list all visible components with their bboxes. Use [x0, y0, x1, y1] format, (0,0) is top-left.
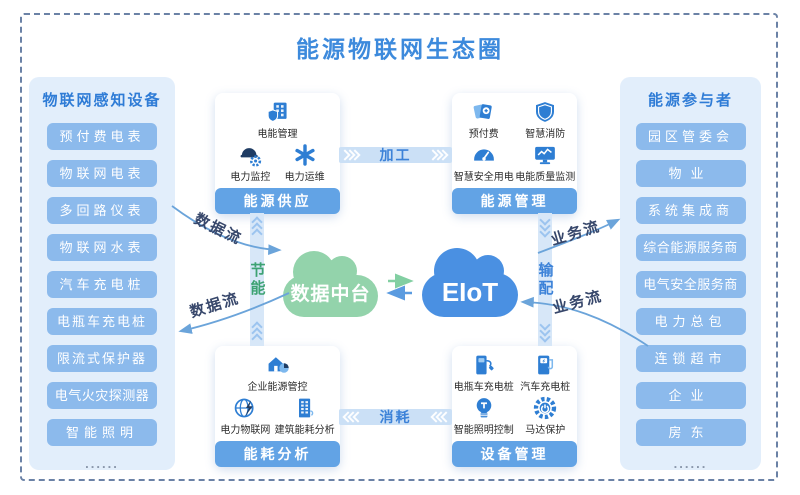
feature-enterprise-energy: 企业能源管控 [216, 353, 339, 393]
feature-prepaid: 预付费 [453, 100, 515, 140]
motor-icon [534, 397, 557, 420]
device-item-car-charger: 汽车充电桩 [47, 271, 157, 298]
eiot-label: EIoT [441, 277, 499, 307]
house-pie-icon [268, 356, 289, 373]
device-item-smart-lighting: 智能照明 [47, 419, 157, 446]
chevron-down-icon [539, 319, 551, 343]
chevron-left-icon [342, 411, 364, 423]
feature-motor-protection: 马达保护 [515, 396, 577, 436]
iot-devices-panel: 物联网感知设备 预付费电表 物联网电表 多回路仪表 物联网水表 汽车充电桩 电瓶… [29, 77, 175, 471]
consumption-analysis-footer: 能耗分析 [215, 441, 340, 467]
feature-label: 预付费 [468, 128, 499, 140]
device-management-footer: 设备管理 [452, 441, 577, 467]
feature-label: 电能质量监测 [515, 172, 576, 184]
feature-label: 电瓶车充电桩 [453, 381, 514, 393]
more-dots: ...... [673, 456, 708, 471]
feature-label: 电力物联网 [220, 425, 271, 437]
process-flow-band: 加工 [339, 147, 452, 163]
feature-label: 电能管理 [257, 128, 298, 140]
feature-power-iot: 电力物联网 [220, 396, 270, 436]
participant-park-committee: 园区管委会 [635, 123, 746, 150]
participant-landlord: 房东 [635, 419, 746, 446]
participant-system-integrator: 系统集成商 [635, 197, 746, 224]
feature-label: 电力运维 [284, 172, 325, 184]
participant-energy-service: 综合能源服务商 [635, 234, 746, 261]
participant-property: 物业 [635, 160, 746, 187]
data-platform-label: 数据中台 [290, 284, 371, 305]
device-item-current-protector: 限流式保护器 [47, 345, 157, 372]
car-charger-icon [538, 355, 554, 375]
feature-label: 智慧安全用电 [453, 172, 514, 184]
device-management-box: 电瓶车充电桩 汽车充电桩 智能照明控制 马达保护 设备管理 [452, 346, 577, 467]
transmission-label: 输配 [536, 261, 554, 298]
participant-power-contractor: 电力总包 [635, 308, 746, 335]
feature-label: 企业能源管控 [247, 381, 308, 393]
consumption-analysis-box: 企业能源管控 电力物联网 建筑能耗分析 能耗分析 [215, 346, 340, 467]
page-title: 能源物联网生态圈 [296, 36, 504, 62]
feature-label: 马达保护 [525, 425, 566, 437]
ebike-charger-icon [476, 355, 494, 375]
participant-safety-service: 电气安全服务商 [635, 271, 746, 298]
chevron-down-icon [539, 214, 551, 238]
energy-supply-box: 电能管理 电力监控 电力运维 能源供应 [215, 93, 340, 214]
consume-label: 消耗 [379, 409, 412, 425]
helmet-gear-icon [240, 148, 262, 167]
shield-icon [536, 101, 555, 122]
chevron-up-icon [251, 321, 263, 345]
participant-enterprise: 企业 [635, 382, 746, 409]
feature-power-quality: 电能质量监测 [515, 143, 577, 183]
device-item-multiloop-meter: 多回路仪表 [47, 197, 157, 224]
building-shield-icon [267, 102, 287, 122]
gauge-icon [473, 149, 494, 161]
feature-power-operations: 电力运维 [285, 143, 325, 183]
feature-label: 智慧消防 [525, 128, 566, 140]
chevron-up-icon [251, 216, 263, 240]
feature-energy-management: 电能管理 [216, 100, 339, 140]
saving-label: 节能 [248, 261, 266, 298]
saving-flow-band: 节能 [248, 213, 266, 346]
process-label: 加工 [379, 147, 412, 163]
building-plug-icon [298, 398, 313, 418]
chevron-right-icon [427, 149, 449, 161]
asterisk-icon [295, 144, 315, 167]
energy-participants-panel: 能源参与者 园区管委会 物业 系统集成商 综合能源服务商 电气安全服务商 电力总… [620, 77, 761, 471]
prepaid-cards-icon [473, 103, 492, 119]
consume-flow-band: 消耗 [339, 409, 452, 425]
more-dots: ...... [85, 456, 119, 471]
feature-ebike-charger: 电瓶车充电桩 [453, 353, 515, 393]
globe-bolt-icon [235, 398, 254, 418]
device-item-water-meter: 物联网水表 [47, 234, 157, 261]
feature-smart-fire: 智慧消防 [515, 100, 577, 140]
eiot-cloud: EIoT [422, 248, 518, 317]
feature-label: 汽车充电桩 [520, 381, 571, 393]
device-item-iot-meter: 物联网电表 [47, 160, 157, 187]
chevron-right-icon [339, 149, 361, 161]
energy-participants-panel-title: 能源参与者 [647, 92, 733, 109]
bulb-icon [476, 398, 492, 418]
iot-devices-panel-title: 物联网感知设备 [42, 92, 162, 109]
participant-chain-store: 连锁超市 [635, 345, 746, 372]
monitor-chart-icon [535, 147, 556, 165]
feature-safe-power: 智慧安全用电 [453, 143, 515, 183]
device-item-fire-detector: 电气火灾探测器 [47, 382, 157, 409]
feature-label: 电力监控 [230, 172, 271, 184]
chevron-left-icon [430, 411, 452, 423]
data-platform-cloud: 数据中台 [283, 251, 378, 317]
energy-management-footer: 能源管理 [452, 188, 577, 214]
feature-power-monitoring: 电力监控 [230, 143, 270, 183]
feature-car-charger: 汽车充电桩 [515, 353, 577, 393]
feature-label: 智能照明控制 [453, 425, 514, 437]
feature-building-energy: 建筑能耗分析 [275, 396, 335, 436]
device-item-prepaid-meter: 预付费电表 [47, 123, 157, 150]
device-item-ebike-charger: 电瓶车充电桩 [47, 308, 157, 335]
energy-management-box: 预付费 智慧消防 智慧安全用电 电能质量监测 能源管理 [452, 93, 577, 214]
energy-supply-footer: 能源供应 [215, 188, 340, 214]
dashed-border [20, 13, 778, 481]
feature-label: 建筑能耗分析 [274, 425, 335, 437]
feature-smart-lighting-control: 智能照明控制 [453, 396, 515, 436]
